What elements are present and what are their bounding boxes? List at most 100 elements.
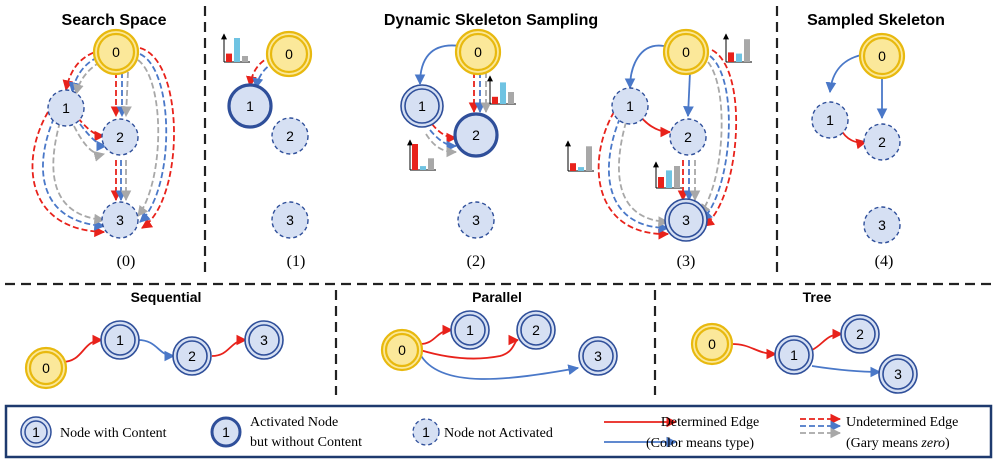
p0-node-1-label: 1 bbox=[62, 100, 70, 116]
par-node-0: 0 bbox=[380, 328, 424, 372]
p2-node-0: 0 bbox=[454, 28, 502, 76]
p1-node-2-label: 2 bbox=[286, 128, 294, 144]
legend-undetermined-line1: Undetermined Edge bbox=[846, 415, 958, 430]
p2-node-0-label: 0 bbox=[474, 44, 482, 60]
seq-node-0-label: 0 bbox=[42, 360, 50, 376]
legend-determined-line2: (Color means type) bbox=[646, 436, 754, 451]
p2-bars-left-bar-2 bbox=[428, 158, 434, 170]
p3-node-0: 0 bbox=[662, 28, 710, 76]
sequential-edges bbox=[61, 334, 248, 363]
p3-bars-left-bar-0 bbox=[570, 163, 576, 171]
p0-node-0-label: 0 bbox=[112, 44, 120, 60]
search-space-edges bbox=[31, 47, 175, 238]
legend-undetermined-edge-sample bbox=[800, 413, 842, 439]
caption-3: (3) bbox=[677, 253, 696, 270]
caption-1: (1) bbox=[287, 253, 306, 270]
p3-bars-left-bar-1 bbox=[578, 167, 584, 171]
p2-bars-top-bar-2 bbox=[508, 92, 514, 104]
legend-node-active-symbol-label: 1 bbox=[222, 424, 230, 440]
legend-determined-line1: Determined Edge bbox=[661, 415, 759, 430]
par-node-3: 3 bbox=[578, 336, 618, 376]
par-node-2: 2 bbox=[516, 310, 556, 350]
caption-2: (2) bbox=[467, 253, 486, 270]
legend-undetermined-suffix: ) bbox=[945, 436, 950, 451]
legend-activated-line1: Activated Node bbox=[250, 415, 338, 430]
legend-activated-line2: but without Content bbox=[250, 435, 362, 450]
p2-node-1-label: 1 bbox=[418, 98, 426, 114]
sequential-title: Sequential bbox=[131, 289, 202, 305]
tree-node-1: 1 bbox=[774, 335, 814, 375]
p0-node-2: 2 bbox=[101, 118, 139, 156]
p3-bars-top bbox=[723, 33, 752, 63]
sampled-skeleton-title: Sampled Skeleton bbox=[807, 12, 945, 29]
p4-node-3: 3 bbox=[863, 206, 901, 244]
par-node-3-label: 3 bbox=[594, 348, 602, 364]
legend-node-inactive-symbol: 1 bbox=[412, 418, 440, 446]
dynamic-sampling-title: Dynamic Skeleton Sampling bbox=[384, 12, 598, 29]
panel2-edges bbox=[414, 44, 492, 158]
p4-node-0: 0 bbox=[858, 32, 906, 80]
p2-bars-top-bar-0 bbox=[492, 96, 498, 104]
p1-node-1: 1 bbox=[227, 83, 273, 129]
p3-bars-top-bar-0 bbox=[728, 52, 734, 62]
tree-node-0-label: 0 bbox=[708, 336, 716, 352]
seq-node-2-label: 2 bbox=[188, 348, 196, 364]
seq-node-1: 1 bbox=[100, 320, 140, 360]
p0-node-2-label: 2 bbox=[116, 129, 124, 145]
p2-bars-left-bar-1 bbox=[420, 166, 426, 170]
p1-bars-bar-2 bbox=[242, 56, 248, 62]
p3-bars-top-bar-2 bbox=[744, 39, 750, 62]
tree-node-3-label: 3 bbox=[894, 366, 902, 382]
p2-bars-top-bar-1 bbox=[500, 82, 506, 104]
tree-title: Tree bbox=[803, 289, 832, 305]
parallel-title: Parallel bbox=[472, 289, 522, 305]
seq-node-2: 2 bbox=[172, 336, 212, 376]
p2-node-3-label: 3 bbox=[472, 212, 480, 228]
p4-node-2: 2 bbox=[863, 123, 901, 161]
p2-node-1: 1 bbox=[400, 84, 444, 128]
p3-node-0-label: 0 bbox=[682, 44, 690, 60]
p1-node-2: 2 bbox=[271, 117, 309, 155]
par-node-2-label: 2 bbox=[532, 322, 540, 338]
p4-node-1-label: 1 bbox=[826, 112, 834, 128]
p1-node-3: 3 bbox=[271, 201, 309, 239]
legend-node-content-symbol-label: 1 bbox=[32, 424, 40, 440]
seq-node-1-label: 1 bbox=[116, 332, 124, 348]
p3-bars-mid bbox=[653, 161, 682, 189]
p0-node-3-label: 3 bbox=[116, 212, 124, 228]
tree-node-2: 2 bbox=[840, 314, 880, 354]
tree-node-2-label: 2 bbox=[856, 326, 864, 342]
par-node-1-label: 1 bbox=[466, 322, 474, 338]
legend-not-activated: Node not Activated bbox=[444, 426, 553, 441]
p1-node-0-label: 0 bbox=[285, 46, 293, 62]
p4-node-1: 1 bbox=[811, 101, 849, 139]
legend-node-inactive-symbol-label: 1 bbox=[422, 424, 430, 440]
seq-node-3: 3 bbox=[244, 320, 284, 360]
p3-bars-left-bar-2 bbox=[586, 146, 592, 171]
p2-node-2-label: 2 bbox=[472, 127, 480, 143]
p4-node-3-label: 3 bbox=[878, 217, 886, 233]
p1-node-1-label: 1 bbox=[246, 98, 254, 114]
p1-bars bbox=[221, 33, 250, 63]
panel3-edges bbox=[597, 44, 737, 240]
legend-undetermined-line2: (Gary means zero) bbox=[846, 436, 950, 451]
par-node-0-label: 0 bbox=[398, 342, 406, 358]
p0-node-1: 1 bbox=[47, 89, 85, 127]
p1-bars-bar-1 bbox=[234, 38, 240, 62]
p3-node-3: 3 bbox=[664, 198, 708, 242]
p2-bars-left bbox=[407, 139, 436, 171]
p3-node-2: 2 bbox=[669, 118, 707, 156]
parallel-edges bbox=[419, 324, 580, 380]
p2-node-2: 2 bbox=[453, 112, 499, 158]
caption-0: (0) bbox=[117, 253, 136, 270]
p3-bars-mid-bar-1 bbox=[666, 170, 672, 188]
legend-node-with-content: Node with Content bbox=[60, 426, 167, 441]
bar-charts bbox=[221, 33, 752, 189]
p3-bars-mid-bar-0 bbox=[658, 177, 664, 188]
p0-node-3: 3 bbox=[101, 201, 139, 239]
p3-bars-mid-bar-2 bbox=[674, 166, 680, 188]
p1-bars-bar-0 bbox=[226, 53, 232, 62]
par-node-1: 1 bbox=[450, 310, 490, 350]
